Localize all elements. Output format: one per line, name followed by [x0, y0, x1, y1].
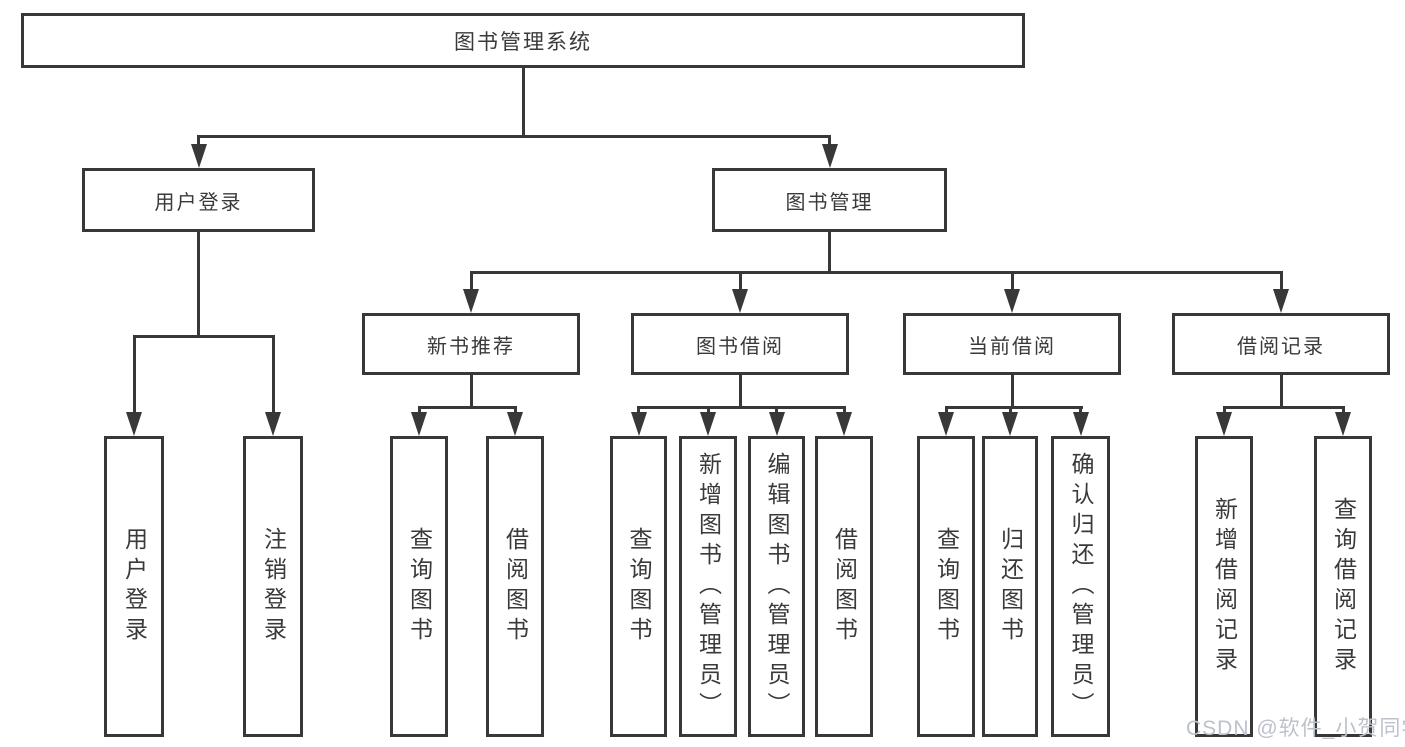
arrowhead-icon [1335, 412, 1351, 436]
connector-line [828, 232, 831, 272]
connector-line [1341, 405, 1345, 415]
leaf-add-borrow-record-label: 新增借阅记录 [1211, 496, 1238, 677]
connector-line [842, 405, 846, 415]
connector-line [197, 232, 200, 336]
connector-line [469, 375, 473, 407]
arrowhead-icon [700, 412, 716, 436]
leaf-edit-book-admin: 编辑图书（管理员） [748, 436, 805, 737]
connector-line [775, 405, 778, 415]
leaf-return-books-label: 归还图书 [997, 526, 1024, 647]
connector-line [197, 134, 831, 138]
connector-line [417, 405, 517, 409]
connector-line [469, 270, 1283, 274]
arrowhead-icon [836, 412, 852, 436]
leaf-confirm-return-admin-label: 确认归还（管理员） [1068, 451, 1094, 722]
arrowhead-icon [732, 289, 748, 313]
leaf-query-books-borrowing: 查询图书 [610, 436, 667, 737]
connector-line [944, 405, 1083, 409]
connector-line [513, 405, 517, 415]
arrowhead-icon [768, 412, 785, 436]
connector-line [738, 270, 742, 292]
node-new-book-recommend: 新书推荐 [362, 313, 580, 375]
leaf-confirm-return-admin: 确认归还（管理员） [1051, 436, 1110, 737]
leaf-logout-label: 注销登录 [260, 526, 287, 647]
connector-line [1279, 375, 1283, 407]
connector-line [706, 405, 710, 415]
leaf-query-borrow-record: 查询借阅记录 [1314, 436, 1372, 737]
connector-line [132, 334, 275, 338]
connector-line [637, 405, 640, 415]
leaf-user-login-label: 用户登录 [121, 526, 148, 647]
arrowhead-icon [463, 289, 479, 313]
leaf-borrow-books-recommend-label: 借阅图书 [502, 526, 529, 647]
arrowhead-icon [1004, 289, 1020, 313]
connector-line [1079, 405, 1082, 415]
leaf-user-login: 用户登录 [104, 436, 164, 737]
node-borrow-records-label: 借阅记录 [1237, 335, 1325, 358]
node-borrow-records: 借阅记录 [1172, 313, 1390, 375]
connector-line [1010, 270, 1014, 292]
arrowhead-icon [507, 412, 523, 436]
arrowhead-icon [1273, 289, 1289, 313]
connector-line [197, 134, 200, 147]
leaf-add-book-admin: 新增图书（管理员） [679, 436, 737, 737]
arrowhead-icon [1072, 412, 1089, 436]
arrowhead-icon [821, 144, 838, 168]
leaf-return-books: 归还图书 [982, 436, 1038, 737]
arrowhead-icon [1002, 412, 1018, 436]
leaf-query-books-borrowing-label: 查询图书 [626, 526, 652, 647]
connector-line [637, 405, 846, 409]
connector-line [1222, 405, 1226, 415]
connector-line [521, 68, 525, 136]
node-book-borrowing: 图书借阅 [631, 313, 849, 375]
connector-line [828, 134, 831, 147]
connector-line [469, 270, 473, 292]
connector-line [738, 375, 742, 407]
connector-line [1222, 405, 1345, 409]
leaf-edit-book-admin-label: 编辑图书（管理员） [764, 451, 790, 722]
leaf-query-books-recommend: 查询图书 [390, 436, 448, 737]
connector-line [417, 405, 421, 415]
leaf-add-book-admin-label: 新增图书（管理员） [695, 451, 722, 722]
leaf-query-books-current-label: 查询图书 [933, 526, 960, 647]
leaf-query-books-recommend-label: 查询图书 [406, 526, 433, 647]
arrowhead-icon [411, 412, 427, 436]
leaf-borrow-books-borrowing: 借阅图书 [815, 436, 873, 737]
node-library-system: 图书管理系统 [21, 13, 1025, 68]
node-library-system-label: 图书管理系统 [454, 30, 592, 54]
connector-line [1010, 375, 1014, 407]
connector-line [944, 405, 948, 415]
node-current-borrowing-label: 当前借阅 [968, 335, 1056, 358]
connector-line [132, 334, 136, 414]
arrowhead-icon [190, 144, 207, 168]
leaf-logout: 注销登录 [243, 436, 303, 737]
arrowhead-icon [1216, 412, 1232, 436]
node-book-borrowing-label: 图书借阅 [696, 335, 784, 358]
connector-line [271, 334, 275, 414]
node-current-borrowing: 当前借阅 [903, 313, 1121, 375]
leaf-borrow-books-borrowing-label: 借阅图书 [831, 526, 858, 647]
node-user-login: 用户登录 [82, 168, 315, 232]
connector-line [1008, 405, 1012, 415]
leaf-borrow-books-recommend: 借阅图书 [486, 436, 544, 737]
node-book-management: 图书管理 [712, 168, 947, 232]
arrowhead-icon [265, 412, 281, 436]
arrowhead-icon [938, 412, 954, 436]
leaf-query-books-current: 查询图书 [917, 436, 975, 737]
leaf-add-borrow-record: 新增借阅记录 [1195, 436, 1253, 737]
arrowhead-icon [126, 412, 142, 436]
node-new-book-recommend-label: 新书推荐 [427, 335, 515, 358]
arrowhead-icon [630, 412, 647, 436]
csdn-watermark: CSDN @软件_小贺同学 [1186, 717, 1405, 740]
node-book-management-label: 图书管理 [785, 191, 874, 214]
connector-line [1279, 270, 1283, 292]
leaf-query-borrow-record-label: 查询借阅记录 [1330, 496, 1357, 677]
node-user-login-label: 用户登录 [154, 191, 243, 214]
